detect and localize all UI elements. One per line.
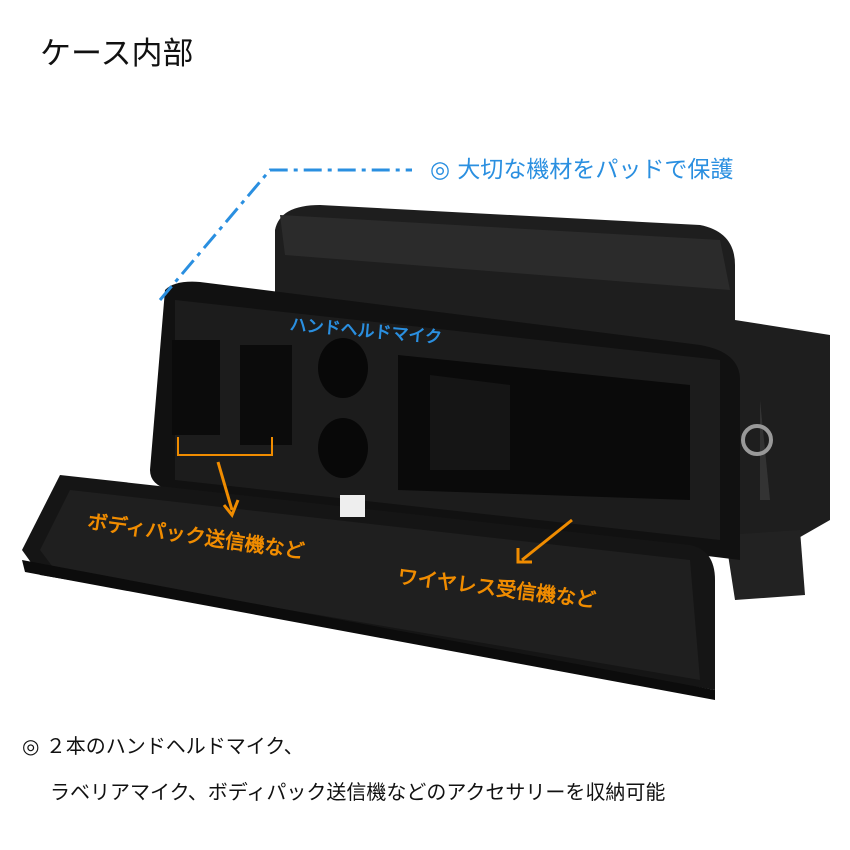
note-line-2: ラベリアマイク、ボディパック送信機などのアクセサリーを収納可能 (50, 780, 666, 804)
page-title: ケース内部 (40, 36, 194, 72)
cutout (172, 340, 220, 435)
cutout (240, 345, 292, 445)
pad-protection-label: ◎ 大切な機材をパッドで保護 (430, 157, 734, 183)
note-line-1: ◎ ２本のハンドヘルドマイク、 (22, 734, 304, 758)
